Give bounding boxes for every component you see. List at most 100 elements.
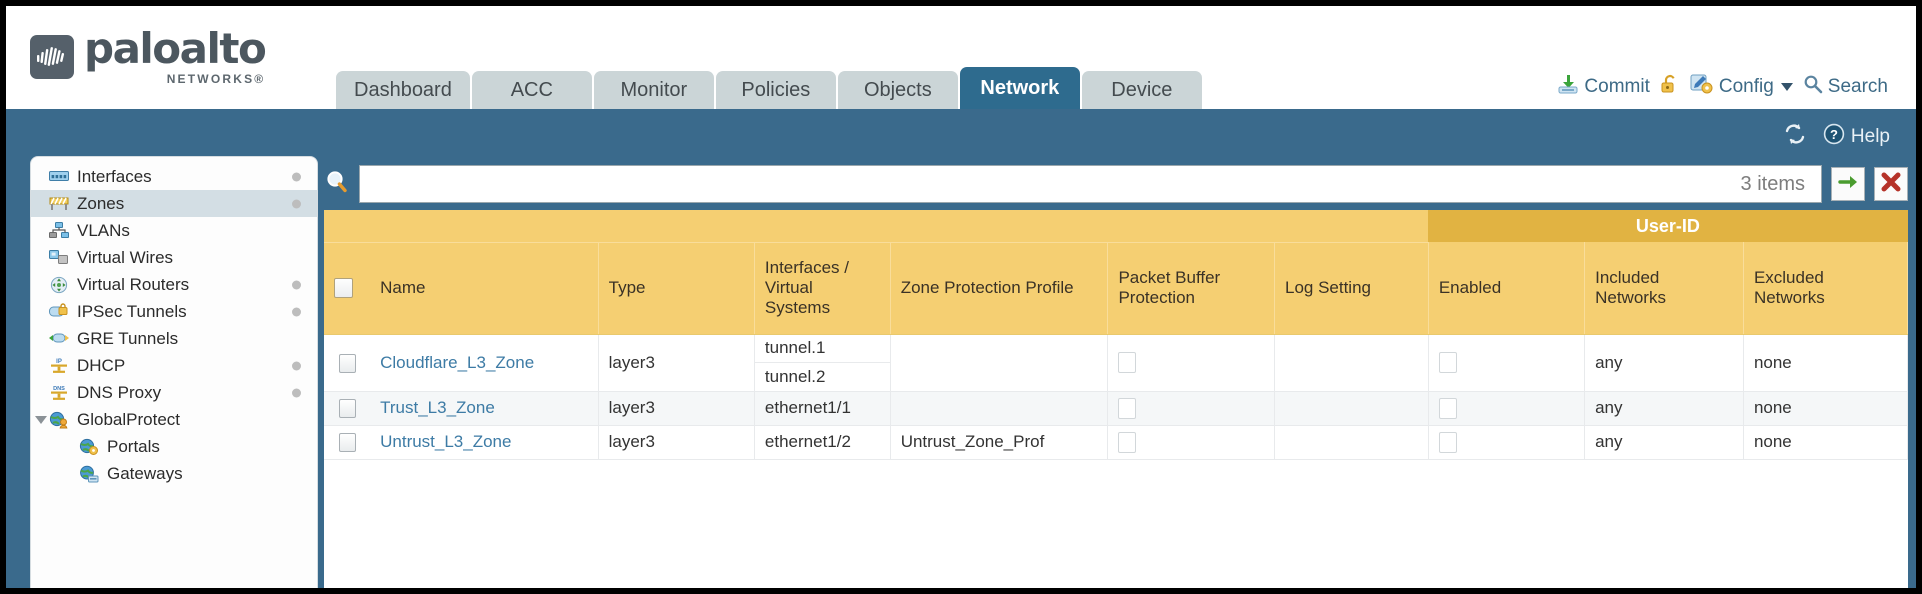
sidebar-item-gre-tunnels[interactable]: GRE Tunnels xyxy=(31,325,317,352)
cell-name: Cloudflare_L3_Zone xyxy=(370,334,599,392)
sidebar-item-label: Interfaces xyxy=(77,166,152,186)
svg-text:DNS: DNS xyxy=(53,386,65,392)
chevron-down-icon[interactable] xyxy=(35,415,47,424)
cell-interfaces: ethernet1/1 xyxy=(754,391,891,426)
row-checkbox[interactable] xyxy=(338,353,356,373)
sidebar-item-label: Zones xyxy=(77,193,125,213)
vlans-icon xyxy=(49,221,69,240)
gateways-icon xyxy=(79,465,99,483)
sidebar-item-vlans[interactable]: VLANs xyxy=(31,217,317,244)
sidebar-item-label: Gateways xyxy=(107,463,183,483)
clear-filter-button[interactable] xyxy=(1874,167,1908,201)
apply-filter-button[interactable] xyxy=(1831,167,1865,201)
brand-name: paloalto xyxy=(84,24,267,73)
select-all-header xyxy=(324,242,371,335)
zones-table-body: Cloudflare_L3_Zone layer3 tunnel.1 tunne… xyxy=(324,334,1908,460)
zone-name-link[interactable]: Trust_L3_Zone xyxy=(380,398,495,417)
tab-objects[interactable]: Objects xyxy=(837,71,958,109)
sub-header-actions: ? Help xyxy=(1783,123,1890,151)
sidebar-item-virtual-wires[interactable]: Virtual Wires xyxy=(31,244,317,271)
sidebar-item-globalprotect[interactable]: GlobalProtect xyxy=(31,406,317,433)
column-header-type[interactable]: Type xyxy=(598,242,755,335)
table-row[interactable]: Cloudflare_L3_Zone layer3 tunnel.1 tunne… xyxy=(324,334,1908,392)
cell-included-networks: any xyxy=(1584,391,1744,426)
cell-type: layer3 xyxy=(598,334,755,392)
tab-network[interactable]: Network xyxy=(959,67,1080,109)
network-sidebar: Interfaces Zones xyxy=(30,156,318,588)
column-header-interfaces[interactable]: Interfaces / Virtual Systems xyxy=(754,242,891,335)
filter-toolbar: 3 items xyxy=(324,158,1908,210)
column-header-zone-protection[interactable]: Zone Protection Profile xyxy=(890,242,1109,335)
column-header-included-networks[interactable]: Included Networks xyxy=(1584,242,1744,335)
lock-button[interactable] xyxy=(1660,73,1680,101)
config-label: Config xyxy=(1718,76,1774,97)
cell-userid-enabled xyxy=(1428,425,1586,460)
cell-zone-protection-profile xyxy=(890,334,1109,392)
zone-name-link[interactable]: Cloudflare_L3_Zone xyxy=(380,352,535,372)
dhcp-icon: IP xyxy=(49,357,69,375)
userid-enabled-checkbox[interactable] xyxy=(1438,352,1457,373)
brand-logo: paloalto NETWORKS® xyxy=(30,24,267,86)
svg-text:IP: IP xyxy=(56,359,62,365)
select-all-checkbox[interactable] xyxy=(334,278,353,299)
row-checkbox[interactable] xyxy=(338,399,356,419)
packet-buffer-checkbox[interactable] xyxy=(1118,397,1137,419)
commit-save-icon xyxy=(1557,73,1579,101)
search-button[interactable]: Search xyxy=(1803,74,1888,100)
tab-policies[interactable]: Policies xyxy=(715,71,836,109)
zone-name-link[interactable]: Untrust_L3_Zone xyxy=(380,432,512,452)
sidebar-item-label: DHCP xyxy=(77,355,126,375)
column-header-excluded-networks[interactable]: Excluded Networks xyxy=(1743,242,1908,335)
tab-acc[interactable]: ACC xyxy=(471,71,592,109)
dns-proxy-icon: DNS xyxy=(49,384,69,402)
sidebar-item-dhcp[interactable]: IP DHCP xyxy=(31,352,317,379)
sidebar-item-label: GlobalProtect xyxy=(77,409,180,429)
virtual-wires-icon xyxy=(49,249,69,267)
cell-excluded-networks: none xyxy=(1743,334,1908,392)
tab-monitor[interactable]: Monitor xyxy=(593,71,714,109)
sidebar-item-virtual-routers[interactable]: Virtual Routers xyxy=(31,271,317,298)
column-header-packet-buffer[interactable]: Packet Buffer Protection xyxy=(1107,242,1275,335)
ipsec-tunnels-icon xyxy=(49,302,69,321)
search-input[interactable] xyxy=(370,173,1741,195)
search-filter-icon[interactable] xyxy=(324,169,350,200)
cell-packet-buffer-protection xyxy=(1107,425,1275,460)
table-row[interactable]: Trust_L3_Zone layer3 ethernet1/1 any xyxy=(324,391,1908,426)
table-row[interactable]: Untrust_L3_Zone layer3 ethernet1/2 Untru… xyxy=(324,425,1908,460)
zones-table: User-ID Name Type Interfaces / Virtual S… xyxy=(324,210,1908,460)
cell-packet-buffer-protection xyxy=(1107,334,1275,392)
status-dot xyxy=(292,199,301,208)
column-header-name[interactable]: Name xyxy=(370,242,599,335)
main-nav-tabs: Dashboard ACC Monitor Policies Objects N… xyxy=(336,67,1202,109)
packet-buffer-checkbox[interactable] xyxy=(1118,352,1137,373)
status-dot xyxy=(292,388,301,397)
zones-table-head: User-ID Name Type Interfaces / Virtual S… xyxy=(324,210,1908,335)
sidebar-item-interfaces[interactable]: Interfaces xyxy=(31,163,317,190)
userid-enabled-checkbox[interactable] xyxy=(1438,397,1457,419)
refresh-icon[interactable] xyxy=(1783,123,1807,151)
row-checkbox[interactable] xyxy=(338,433,356,453)
column-header-userid-enabled[interactable]: Enabled xyxy=(1428,242,1586,335)
sidebar-item-gateways[interactable]: Gateways xyxy=(31,460,317,487)
config-menu-button[interactable]: Config xyxy=(1690,73,1793,101)
sidebar-item-ipsec-tunnels[interactable]: IPSec Tunnels xyxy=(31,298,317,325)
sidebar-item-zones[interactable]: Zones xyxy=(31,190,317,217)
cell-interfaces: tunnel.1 tunnel.2 xyxy=(754,334,891,392)
sidebar-item-label: Virtual Wires xyxy=(77,247,174,267)
cell-type: layer3 xyxy=(598,391,755,426)
commit-button[interactable]: Commit xyxy=(1557,73,1650,101)
globalprotect-icon xyxy=(49,411,69,429)
tab-dashboard[interactable]: Dashboard xyxy=(336,71,470,109)
group-header-row: User-ID xyxy=(324,210,1908,243)
search-field-box[interactable]: 3 items xyxy=(359,165,1822,203)
column-header-row: Name Type Interfaces / Virtual Systems Z… xyxy=(324,242,1908,335)
packet-buffer-checkbox[interactable] xyxy=(1118,431,1137,453)
help-button[interactable]: ? Help xyxy=(1823,123,1890,151)
sidebar-item-label: GRE Tunnels xyxy=(77,328,179,348)
sidebar-item-portals[interactable]: Portals xyxy=(31,433,317,460)
column-header-log-setting[interactable]: Log Setting xyxy=(1274,242,1429,335)
userid-enabled-checkbox[interactable] xyxy=(1438,431,1457,453)
tab-device[interactable]: Device xyxy=(1081,71,1202,109)
zones-table-container: User-ID Name Type Interfaces / Virtual S… xyxy=(324,210,1908,588)
sidebar-item-dns-proxy[interactable]: DNS DNS Proxy xyxy=(31,379,317,406)
